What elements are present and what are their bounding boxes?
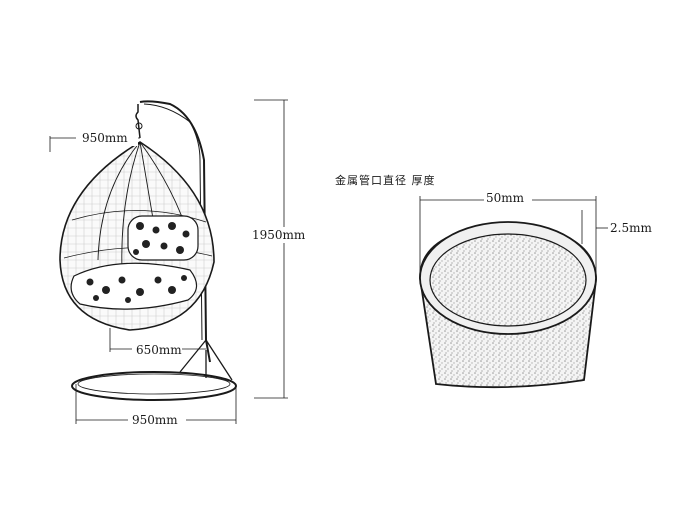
label-seat-height: 650mm	[136, 343, 182, 357]
stand-pole	[139, 100, 211, 363]
pipe-rim-inner	[429, 233, 587, 327]
label-top-width: 950mm	[82, 131, 128, 145]
seat-cushion	[70, 262, 198, 310]
cushion-dots	[86, 222, 190, 303]
base-ring	[71, 371, 237, 401]
hook	[135, 104, 141, 139]
pipe-section	[419, 221, 597, 389]
label-wall-thickness: 2.5mm	[610, 221, 652, 235]
pipe-caption: 金属管口直径 厚度	[335, 174, 436, 187]
label-pipe-diameter: 50mm	[486, 191, 525, 205]
label-base-width: 950mm	[132, 413, 178, 427]
label-height: 1950mm	[252, 228, 306, 242]
support-legs	[179, 339, 233, 381]
hanging-chair	[59, 100, 237, 401]
